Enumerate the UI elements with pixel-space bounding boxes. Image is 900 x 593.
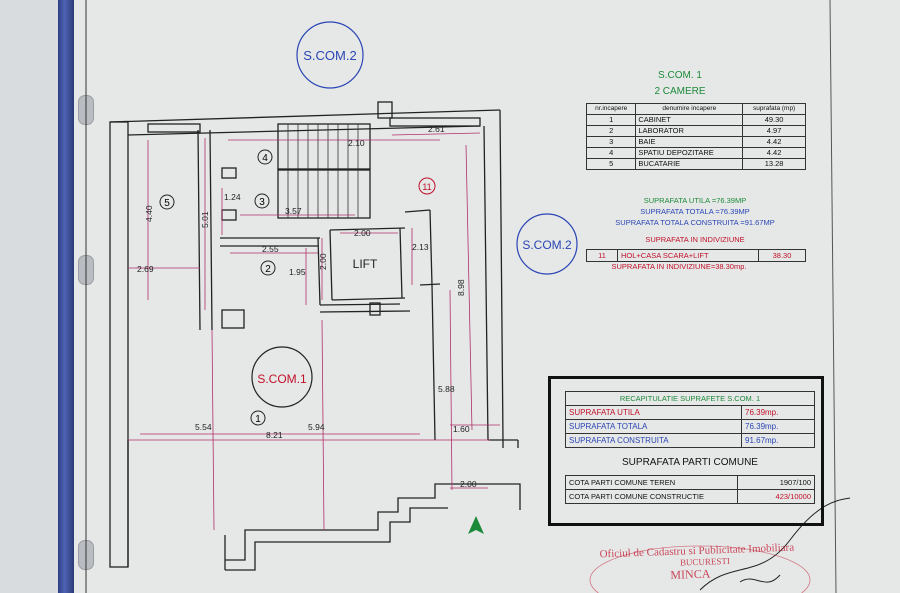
dim-5-54: 5.54 (195, 422, 212, 432)
col-header-nr: nr.incapere (585, 103, 637, 115)
svg-text:S.COM.2: S.COM.2 (303, 48, 356, 63)
dim-2-00-lift: 2.00 (354, 228, 371, 238)
room-number-3: 3 (254, 193, 270, 209)
stair-treads (287, 124, 359, 218)
signature-scribble (739, 574, 781, 583)
usable-area-text: SUPRAFATA UTILA =76.39MP (643, 196, 747, 205)
dim-3-57: 3.57 (285, 206, 302, 216)
dim-2-55: 2.55 (262, 244, 279, 254)
svg-text:3: 3 (259, 197, 265, 208)
svg-text:2: 2 (265, 264, 271, 275)
dim-8-21: 8.21 (266, 430, 283, 440)
dimension-lines (128, 132, 500, 531)
svg-text:S.COM.1: S.COM.1 (257, 372, 307, 386)
svg-text:5: 5 (164, 198, 170, 209)
indiviziune-title: SUPRAFATA IN INDIVIZIUNE (645, 235, 745, 244)
stamp-outline (589, 545, 811, 593)
cadastre-stamp: Oficiul de Cadastru si Publicitate Imobi… (599, 541, 795, 582)
scom2-right-label: S.COM.2 (516, 213, 578, 275)
scom1-label: S.COM.1 (251, 346, 313, 408)
desk-background (0, 0, 58, 593)
recap-table: RECAPITULATIE SUPRAFETE S.COM. 1 SUPRAFA… (565, 391, 815, 448)
col-header-name: denumire incapere (635, 103, 744, 115)
dim-5-94: 5.94 (308, 422, 325, 432)
plastic-sleeve-edge (58, 0, 74, 593)
dimension-texts: 2.61 2.10 4.40 5.01 1.24 3.57 2.69 2.55 … (137, 124, 477, 489)
dim-2-10: 2.10 (348, 138, 365, 148)
summary-subtitle: 2 CAMERE (654, 86, 706, 97)
dim-2-61: 2.61 (428, 124, 445, 134)
dim-5-01: 5.01 (200, 211, 210, 228)
dim-8-98: 8.98 (456, 279, 466, 296)
signature (699, 497, 851, 591)
dim-2-00-bottom: 2.00 (460, 479, 477, 489)
walls (109, 101, 521, 571)
indiviziune-total: SUPRAFATA IN INDIVIZIUNE=38.30mp. (611, 262, 747, 271)
total-area-text: SUPRAFATA TOTALA =76.39MP (640, 207, 750, 216)
col-header-area: suprafata (mp) (742, 103, 806, 115)
summary-title: S.COM. 1 (658, 70, 702, 81)
room-number-1: 1 (250, 410, 266, 426)
dim-2-13: 2.13 (412, 242, 429, 252)
built-area-text: SUPRAFATA TOTALA CONSTRUITA =91.67MP (615, 218, 775, 227)
recap-title: RECAPITULATIE SUPRAFETE S.COM. 1 (565, 391, 815, 406)
svg-text:1: 1 (255, 414, 261, 425)
room-number-11: 11 (418, 177, 436, 195)
svg-text:11: 11 (422, 182, 431, 192)
room-number-2: 2 (260, 260, 276, 276)
lift-label: LIFT (353, 257, 378, 271)
dim-5-88: 5.88 (438, 384, 455, 394)
room-number-4: 4 (257, 149, 273, 165)
common-title: SUPRAFATA PARTI COMUNE (622, 457, 758, 468)
rooms-table: nr.incapere denumire incapere suprafata … (585, 103, 806, 170)
indiviziune-table: 11 HOL+CASA SCARA+LIFT 38.30 (586, 249, 806, 262)
svg-text:4: 4 (262, 153, 268, 164)
recap-box: RECAPITULATIE SUPRAFETE S.COM. 1 SUPRAFA… (548, 376, 824, 526)
room-number-5: 5 (159, 194, 175, 210)
dim-1-24: 1.24 (224, 192, 241, 202)
dim-2-69: 2.69 (137, 264, 154, 274)
dim-4-40: 4.40 (144, 205, 154, 222)
dim-2-00-vertical: 2.00 (318, 253, 328, 270)
scom2-top-label: S.COM.2 (296, 21, 364, 89)
dim-1-60: 1.60 (453, 424, 470, 434)
svg-text:S.COM.2: S.COM.2 (522, 238, 572, 252)
dim-1-95: 1.95 (289, 267, 306, 277)
table-row: 11 HOL+CASA SCARA+LIFT 38.30 (586, 249, 806, 262)
north-arrow-icon (468, 516, 484, 534)
